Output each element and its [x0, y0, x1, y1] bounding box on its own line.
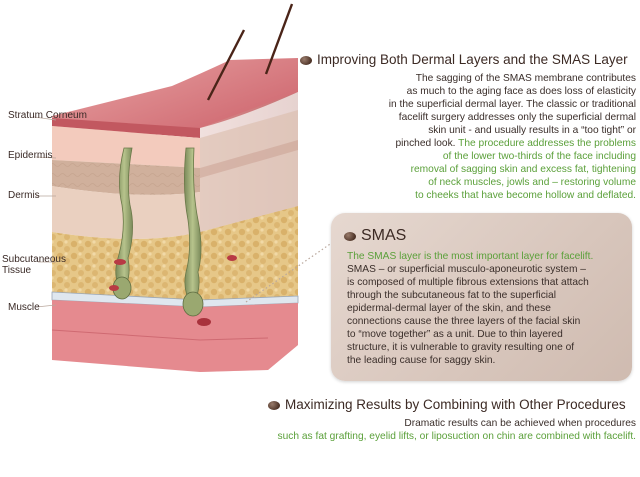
blood-vessel	[227, 255, 237, 261]
hair-strand-left	[206, 29, 246, 101]
hair-strand-right	[264, 3, 294, 75]
blood-vessel	[109, 285, 119, 291]
label-subcutaneous-tissue: Subcutaneous Tissue	[2, 254, 66, 276]
section1-paragraph: The sagging of the SMAS membrane contrib…	[388, 73, 636, 201]
muscle-band	[52, 300, 298, 372]
label-epidermis: Epidermis	[8, 150, 53, 161]
epidermis-band	[52, 126, 200, 168]
bullet-icon	[344, 232, 356, 241]
smas-body-text: SMAS – or superficial musculo-aponeuroti…	[347, 264, 589, 366]
bullet-icon	[268, 401, 280, 410]
subcutaneous-fat-band	[52, 206, 298, 300]
blood-vessel	[114, 259, 126, 265]
smas-lead-text: The SMAS layer is the most important lay…	[347, 251, 594, 262]
section2-heading: Maximizing Results by Combining with Oth…	[268, 397, 626, 412]
section1-heading: Improving Both Dermal Layers and the SMA…	[300, 52, 628, 67]
blood-vessel	[197, 318, 211, 326]
smas-info-box: SMAS The SMAS layer is the most importan…	[331, 213, 632, 381]
label-stratum-corneum: Stratum Corneum	[8, 110, 87, 121]
stratum-corneum-band	[52, 118, 200, 138]
smas-title: SMAS	[344, 227, 406, 245]
label-muscle: Muscle	[8, 302, 40, 313]
bullet-icon	[300, 56, 312, 65]
section2-paragraph: Dramatic results can be achieved when pr…	[277, 418, 636, 442]
label-dermis: Dermis	[8, 190, 40, 201]
